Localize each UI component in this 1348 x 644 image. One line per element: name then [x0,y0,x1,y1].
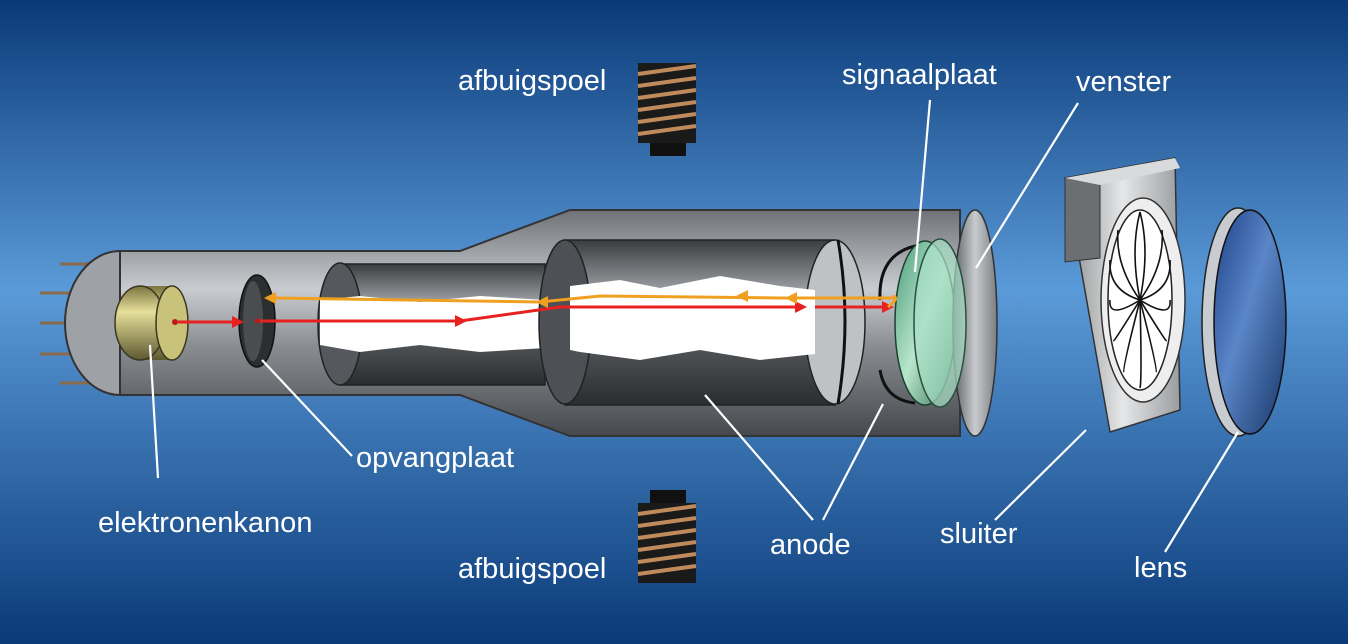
lens [1201,207,1287,437]
label-shutter: sluiter [940,518,1018,550]
deflection-coil-bottom [637,490,697,583]
anode-cylinder-inner [317,262,546,386]
anode-cylinder-outer [538,239,866,406]
shutter [1064,157,1186,433]
label-electron-gun: elektronenkanon [98,507,312,539]
anode-ring [836,239,916,405]
primary-electron-beam [178,305,888,324]
label-window: venster [1076,66,1171,98]
label-deflection-coil-bottom: afbuigspoel [458,553,606,585]
label-lens: lens [1134,552,1187,584]
primary-beam-arrows [232,301,894,328]
label-anode: anode [770,529,851,561]
window-endcap [913,209,998,437]
electron-gun [114,285,189,361]
return-beam-arrows [264,290,797,308]
deflection-coil-top [637,63,697,156]
label-deflection-coil-top: afbuigspoel [458,65,606,97]
label-collector-plate: opvangplaat [356,442,514,474]
label-signal-plate: signaalplaat [842,59,997,91]
leader-lines [148,99,1239,553]
return-electron-beam [274,294,898,309]
